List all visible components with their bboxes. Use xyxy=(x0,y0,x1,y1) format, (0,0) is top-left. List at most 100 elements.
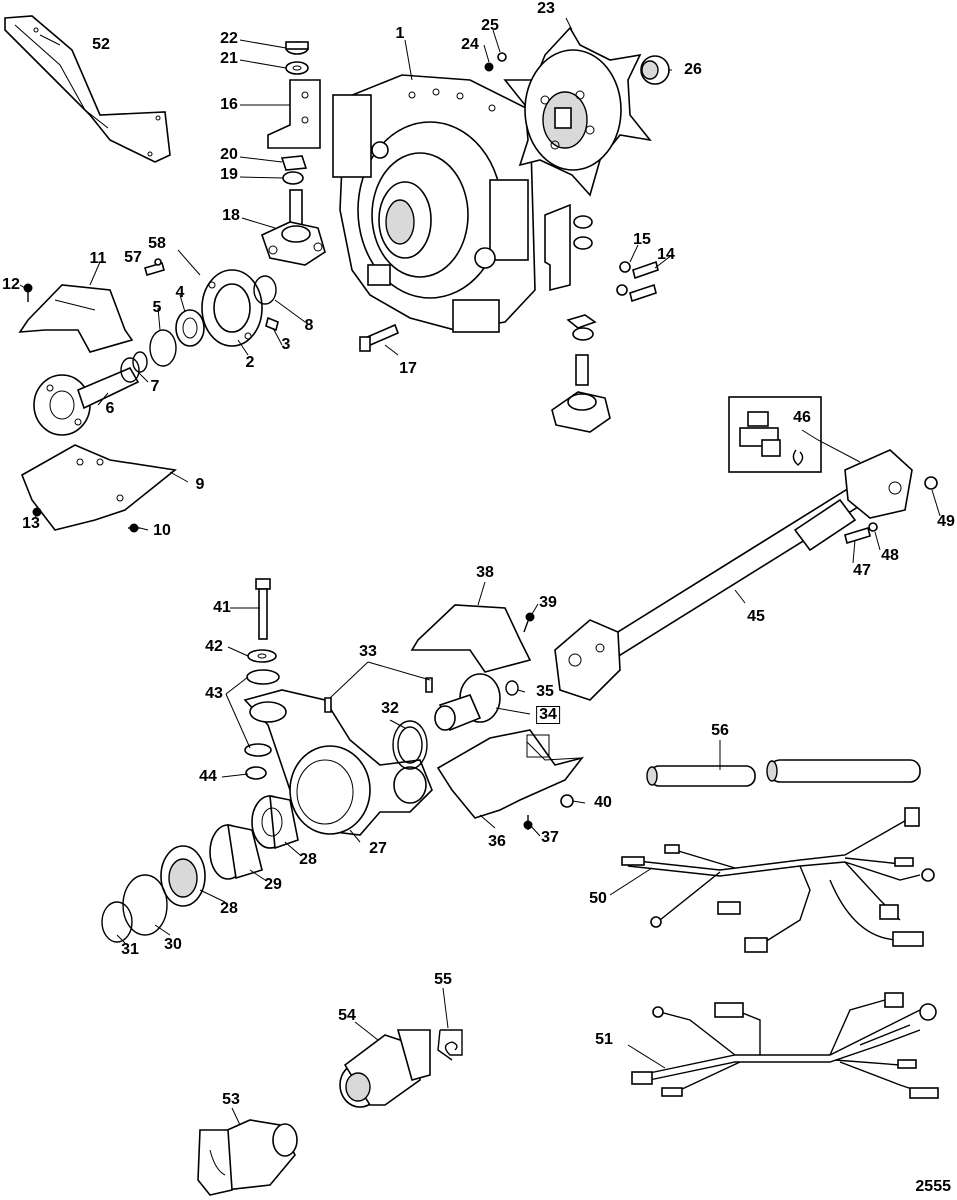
part-39-screw xyxy=(523,612,535,633)
callout-51: 51 xyxy=(595,1031,613,1048)
callout-2: 2 xyxy=(245,354,255,371)
callout-53: 53 xyxy=(222,1091,240,1108)
callout-49: 49 xyxy=(937,513,955,530)
part-10-screw xyxy=(128,523,140,533)
callout-17: 17 xyxy=(399,360,417,377)
figure-number: 2555 xyxy=(915,1178,951,1195)
part-2-bearing-carrier xyxy=(201,269,263,347)
part-24-screw xyxy=(484,62,494,72)
callout-14: 14 xyxy=(657,246,675,263)
part-57-screw xyxy=(144,262,165,276)
callout-32: 32 xyxy=(381,700,399,717)
callout-8: 8 xyxy=(304,317,314,334)
callout-50: 50 xyxy=(589,890,607,907)
callout-57: 57 xyxy=(124,249,142,266)
rear-engine-mount xyxy=(551,314,611,433)
part-55-gasket xyxy=(437,1029,463,1061)
callout-16: 16 xyxy=(220,96,238,113)
part-1-flywheel-housing xyxy=(332,74,536,333)
callout-15: 15 xyxy=(633,231,651,248)
callout-7: 7 xyxy=(150,378,160,395)
callout-5: 5 xyxy=(152,299,162,316)
part-47-bolt xyxy=(844,526,871,545)
callout-28b: 28 xyxy=(220,900,238,917)
callout-41: 41 xyxy=(213,599,231,616)
part-15-washer xyxy=(616,261,631,296)
part-29-sleeve xyxy=(209,823,263,880)
callout-19: 19 xyxy=(220,166,238,183)
callout-18: 18 xyxy=(222,207,240,224)
part-22-nut xyxy=(285,41,309,55)
callout-35: 35 xyxy=(536,683,554,700)
part-6-drive-flange-shaft xyxy=(33,366,140,436)
callout-34: 34 xyxy=(536,706,560,724)
part-26-bushing xyxy=(640,55,670,85)
part-16-mount-bracket xyxy=(267,79,321,149)
part-33-grease-fitting xyxy=(324,677,433,713)
callout-11: 11 xyxy=(89,250,107,267)
part-56-hoses xyxy=(646,759,921,787)
callout-24: 24 xyxy=(461,36,479,53)
callout-31: 31 xyxy=(121,941,139,958)
callout-46: 46 xyxy=(793,409,811,426)
callout-47: 47 xyxy=(853,562,871,579)
leader-lines xyxy=(19,17,941,1126)
part-30-retaining-ring xyxy=(122,874,168,936)
callout-3: 3 xyxy=(281,336,291,353)
callout-10: 10 xyxy=(153,522,171,539)
callout-58: 58 xyxy=(148,235,166,252)
callout-12: 12 xyxy=(2,276,20,293)
part-41-bolt xyxy=(255,578,271,640)
part-45-drive-shaft xyxy=(554,449,913,701)
callout-30: 30 xyxy=(164,936,182,953)
callout-48: 48 xyxy=(881,547,899,564)
callout-37: 37 xyxy=(541,829,559,846)
part-11-strap-cover xyxy=(18,284,134,353)
part-31-snap-ring xyxy=(101,901,133,943)
callout-26: 26 xyxy=(684,61,702,78)
part-50-wiring-harness xyxy=(621,807,935,953)
part-9-lower-strap xyxy=(20,444,177,531)
part-46-u-joint-kit xyxy=(728,396,822,473)
part-54-exhaust-elbow xyxy=(339,1029,431,1108)
callout-1: 1 xyxy=(395,25,405,42)
part-53-exhaust-elbow xyxy=(197,1119,298,1196)
callout-55: 55 xyxy=(434,971,452,988)
callout-4: 4 xyxy=(175,284,185,301)
callout-6: 6 xyxy=(105,400,115,417)
callout-52: 52 xyxy=(92,36,110,53)
callout-21: 21 xyxy=(220,50,238,67)
callout-56: 56 xyxy=(711,722,729,739)
part-51-wiring-harness xyxy=(631,992,939,1099)
part-32-o-ring xyxy=(392,720,428,770)
part-42-washer xyxy=(247,649,277,663)
part-37-screw xyxy=(523,815,533,830)
part-4-bearing xyxy=(175,309,205,347)
part-34-yoke-flange xyxy=(434,673,501,732)
callout-39: 39 xyxy=(539,594,557,611)
callout-44: 44 xyxy=(199,768,217,785)
part-48-washer xyxy=(868,522,878,532)
part-5-snap-ring xyxy=(149,329,177,367)
part-17-bolt xyxy=(359,323,400,352)
part-23-drive-coupler xyxy=(503,26,652,197)
callout-54: 54 xyxy=(338,1007,356,1024)
part-7-o-ring xyxy=(120,351,148,383)
callout-38: 38 xyxy=(476,564,494,581)
part-25-washer xyxy=(497,52,507,62)
part-44-nut xyxy=(245,766,267,780)
part-18-engine-mount xyxy=(261,189,326,266)
part-28-bearing-upper xyxy=(251,795,299,850)
part-38-strap-cover xyxy=(410,604,532,673)
callout-20: 20 xyxy=(220,146,238,163)
part-43-washer xyxy=(244,669,280,757)
callout-9: 9 xyxy=(195,476,205,493)
part-3-fitting xyxy=(265,316,279,332)
callout-28a: 28 xyxy=(299,851,317,868)
part-52-shield-plate xyxy=(4,15,171,163)
callout-43: 43 xyxy=(205,685,223,702)
part-14-bolt xyxy=(629,260,659,303)
callout-42: 42 xyxy=(205,638,223,655)
